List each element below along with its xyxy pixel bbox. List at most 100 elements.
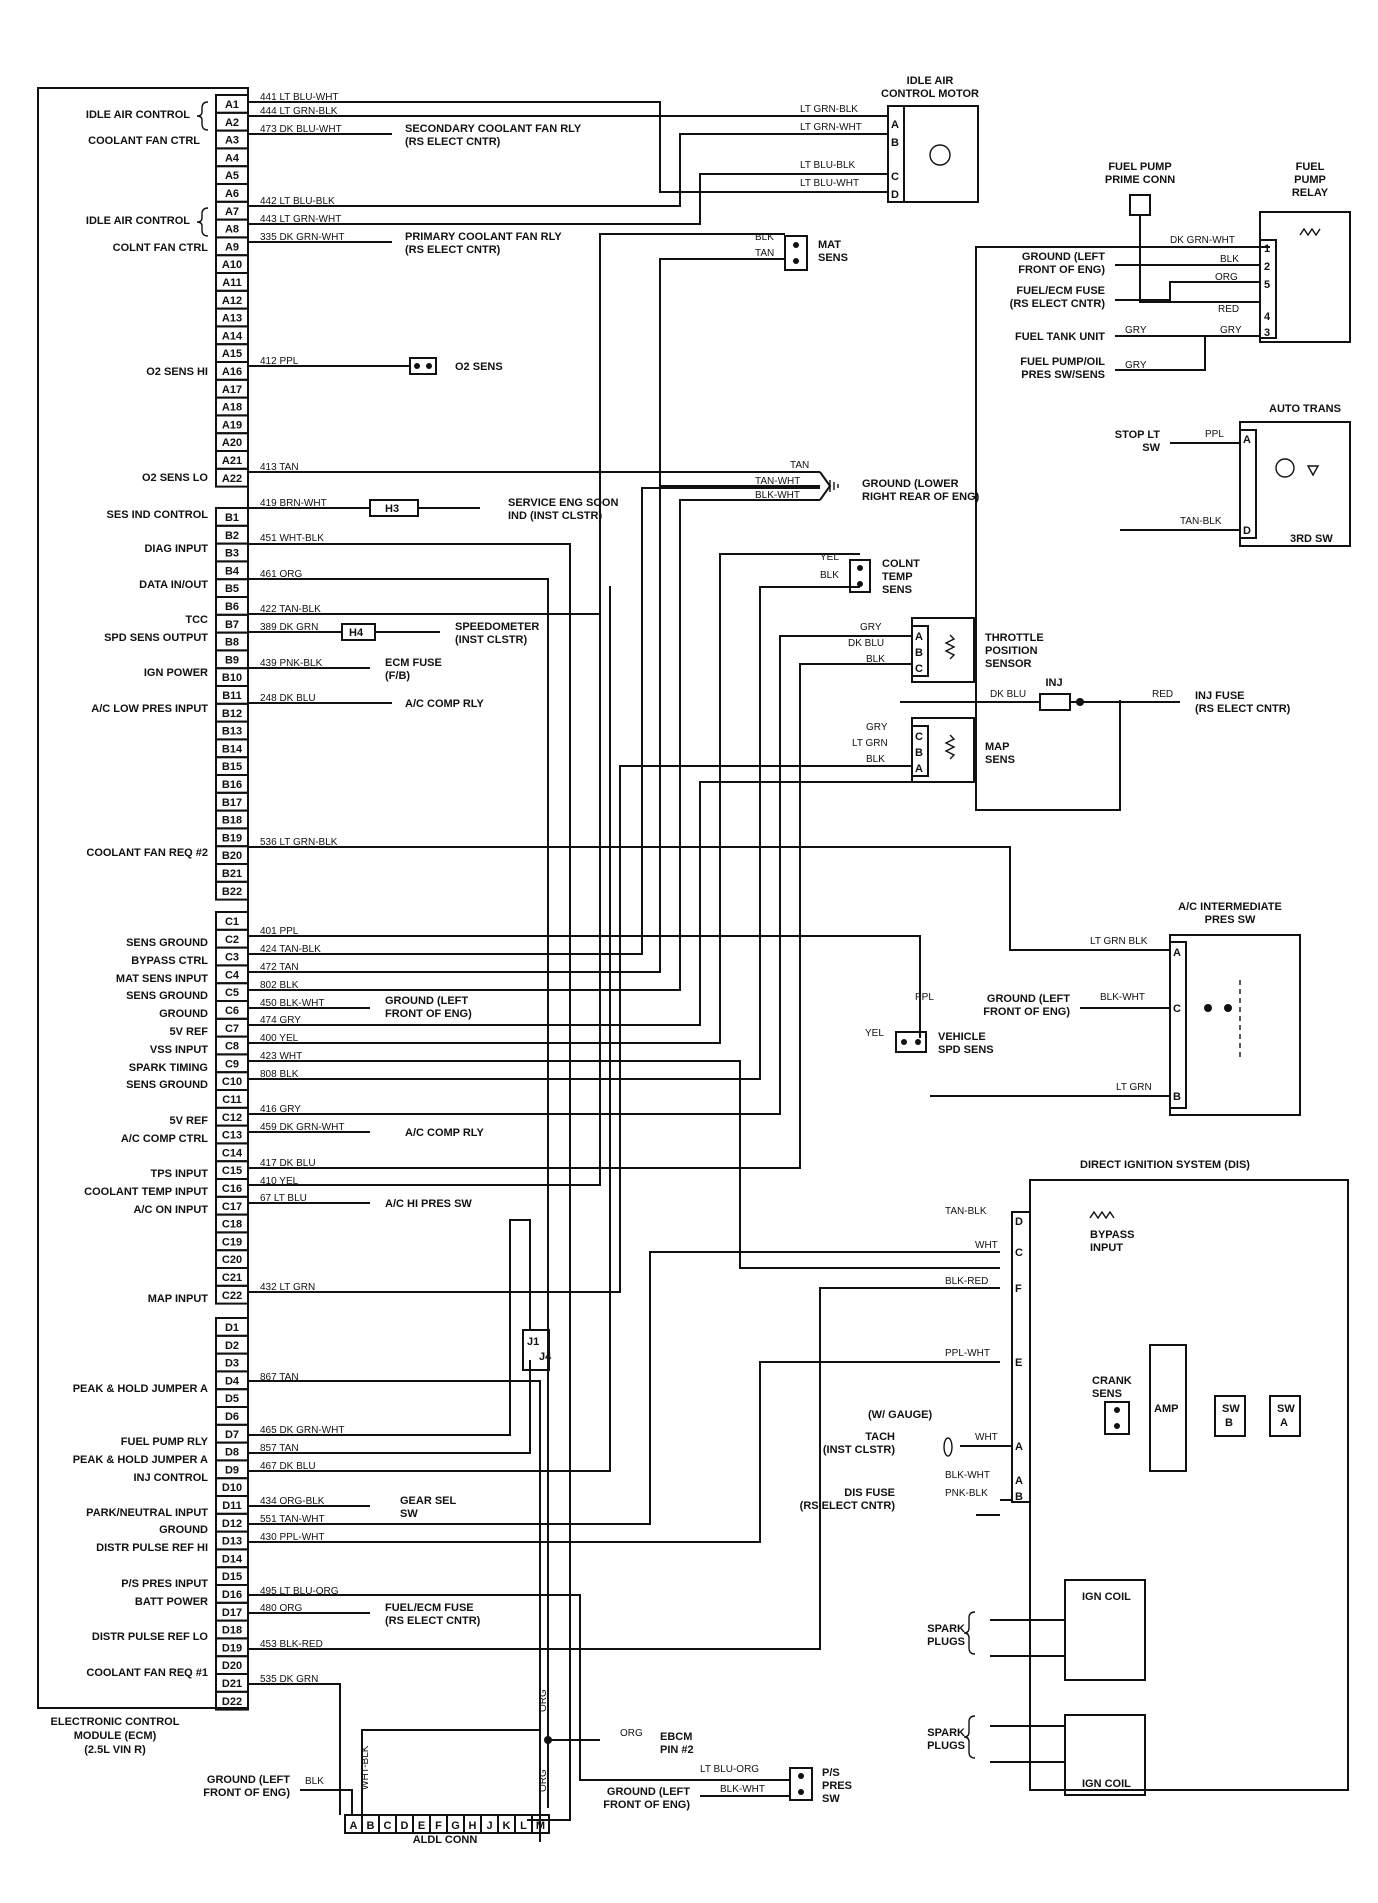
inj-wire-right: RED: [1152, 689, 1173, 700]
ecm-pin-label: C17: [222, 1201, 242, 1213]
fn-5v-ref-2: 5V REF: [169, 1115, 208, 1127]
dis-swa-2: A: [1280, 1417, 1288, 1429]
coolant-temp-sensor: YEL BLK COLNT TEMP SENS: [820, 552, 920, 596]
dest-gear-sel-1: GEAR SEL: [400, 1495, 457, 1507]
ecm-function-labels: IDLE AIR CONTROL COOLANT FAN CTRL IDLE A…: [73, 109, 209, 1679]
wire-c9: 423 WHT: [260, 1051, 302, 1062]
fn-peak-a: PEAK & HOLD JUMPER A: [73, 1383, 208, 1395]
wire-b5: 461 ORG: [260, 569, 302, 580]
ecm-pin-label: D4: [225, 1375, 240, 1387]
mat-sensor: BLK TAN MAT SENS: [755, 232, 848, 271]
mat-title-1: MAT: [818, 239, 841, 251]
dis-spark-2a: SPARK: [927, 1727, 965, 1739]
fn-distr-lo: DISTR PULSE REF LO: [92, 1631, 209, 1643]
wire-b7: 422 TAN-BLK: [260, 604, 321, 615]
ecm-pin-label: D18: [222, 1625, 242, 1637]
wire-d13: 430 PPL-WHT: [260, 1532, 324, 1543]
dis-wire-2: WHT: [975, 1240, 998, 1251]
iac-wire-2: LT GRN-WHT: [800, 122, 862, 133]
dest-sec-fan-2: (RS ELECT CNTR): [405, 136, 501, 148]
dest-ground-left-2: FRONT OF ENG): [385, 1008, 472, 1020]
wire-c6: 450 BLK-WHT: [260, 998, 324, 1009]
ecm-pin-label: C20: [222, 1254, 242, 1266]
ecm-pin-label: D9: [225, 1464, 239, 1476]
ecm-pin-label: C22: [222, 1290, 242, 1302]
ecm-title-2: MODULE (ECM): [74, 1730, 157, 1742]
gnd-wire-2: TAN-WHT: [755, 476, 800, 487]
dest-pri-fan-1: PRIMARY COOLANT FAN RLY: [405, 231, 562, 243]
tps-title-1: THROTTLE: [985, 632, 1044, 644]
tps-pin-b: B: [915, 647, 923, 659]
fpr-label-7: PRES SW/SENS: [1021, 369, 1105, 381]
ecm-pin-label: C5: [225, 987, 239, 999]
dest-j1: J1: [527, 1336, 539, 1348]
aci-ground-2: FRONT OF ENG): [983, 1006, 1070, 1018]
tps-pin-a: A: [915, 631, 923, 643]
wire-a2: 444 LT GRN-BLK: [260, 106, 338, 117]
ps-ground-2: FRONT OF ENG): [603, 1799, 690, 1811]
aldl-ground-2: FRONT OF ENG): [203, 1787, 290, 1799]
fpr-wire-4: RED: [1218, 304, 1239, 315]
ecm-pin-label: A21: [222, 455, 242, 467]
aldl-pin-label: J: [486, 1820, 492, 1832]
at-pin-a: A: [1243, 434, 1251, 446]
fpp-title-1: FUEL PUMP: [1108, 161, 1171, 173]
at-wire-2: TAN-BLK: [1180, 516, 1222, 527]
aci-title-1: A/C INTERMEDIATE: [1178, 901, 1282, 913]
fn-distr-hi: DISTR PULSE REF HI: [96, 1542, 208, 1554]
dest-fuel-ecm-2: (RS ELECT CNTR): [385, 1615, 481, 1627]
wire-c17: 67 LT BLU: [260, 1193, 307, 1204]
map-wire-1: GRY: [866, 722, 888, 733]
dest-ground-left-1: GROUND (LEFT: [385, 995, 468, 1007]
dis-pin-e: E: [1015, 1357, 1022, 1369]
ps-ground-1: GROUND (LEFT: [607, 1786, 690, 1798]
wire-d17: 480 ORG: [260, 1603, 302, 1614]
fn-fan-req1: COOLANT FAN REQ #1: [86, 1667, 208, 1679]
wire-d19: 453 BLK-RED: [260, 1639, 323, 1650]
fpr-label-1: GROUND (LEFT: [1022, 251, 1105, 263]
ecm-pin-label: B15: [222, 761, 242, 773]
ecm-pin-label: B3: [225, 548, 239, 560]
fpr-label-2: FRONT OF ENG): [1018, 264, 1105, 276]
ecm-pin-label: B2: [225, 530, 239, 542]
ecm-pin-label: D20: [222, 1660, 242, 1672]
wire-c8: 400 YEL: [260, 1033, 299, 1044]
fn-ps-pres: P/S PRES INPUT: [121, 1578, 208, 1590]
ecm-pin-label: C1: [225, 916, 239, 928]
vss-wire-1: YEL: [865, 1028, 884, 1039]
fn-ac-low: A/C LOW PRES INPUT: [91, 703, 208, 715]
ecm-pin-label: A6: [225, 188, 239, 200]
dest-gear-sel-2: SW: [400, 1508, 418, 1520]
ecm-pin-label: D7: [225, 1429, 239, 1441]
iac-pin-c: C: [891, 171, 899, 183]
dis-pin-b: B: [1015, 1491, 1023, 1503]
ecm-pin-label: B10: [222, 672, 242, 684]
fn-fuel-pump: FUEL PUMP RLY: [121, 1436, 209, 1448]
fn-tcc: TCC: [185, 614, 208, 626]
wire-routing: [248, 101, 1270, 1842]
mat-wire-2: TAN: [755, 248, 774, 259]
tps-wire-2: DK BLU: [848, 638, 884, 649]
aci-pin-b: B: [1173, 1091, 1181, 1103]
vss-title-1: VEHICLE: [938, 1031, 986, 1043]
dest-ac-comp-rly: A/C COMP RLY: [405, 698, 485, 710]
gnd-wire-1: TAN: [790, 460, 809, 471]
fn-5v-ref: 5V REF: [169, 1026, 208, 1038]
fn-diag: DIAG INPUT: [144, 543, 208, 555]
fpr-wire-1: DK GRN-WHT: [1170, 235, 1235, 246]
dest-ground-lower-1: GROUND (LOWER: [862, 478, 959, 490]
inj-title: INJ: [1045, 677, 1062, 689]
ecm-pin-label: C15: [222, 1165, 242, 1177]
fpp-title-2: PRIME CONN: [1105, 174, 1175, 186]
aci-title-2: PRES SW: [1205, 914, 1256, 926]
wire-b8: 389 DK GRN: [260, 622, 318, 633]
ecm-pin-label: D15: [222, 1571, 242, 1583]
wire-a3: 473 DK BLU-WHT: [260, 124, 342, 135]
ecm-pin-label: D12: [222, 1518, 242, 1530]
wire-a16: 412 PPL: [260, 356, 299, 367]
wire-b3: 451 WHT-BLK: [260, 533, 324, 544]
tps-wire-1: GRY: [860, 622, 882, 633]
ecm-pin-label: A5: [225, 170, 239, 182]
